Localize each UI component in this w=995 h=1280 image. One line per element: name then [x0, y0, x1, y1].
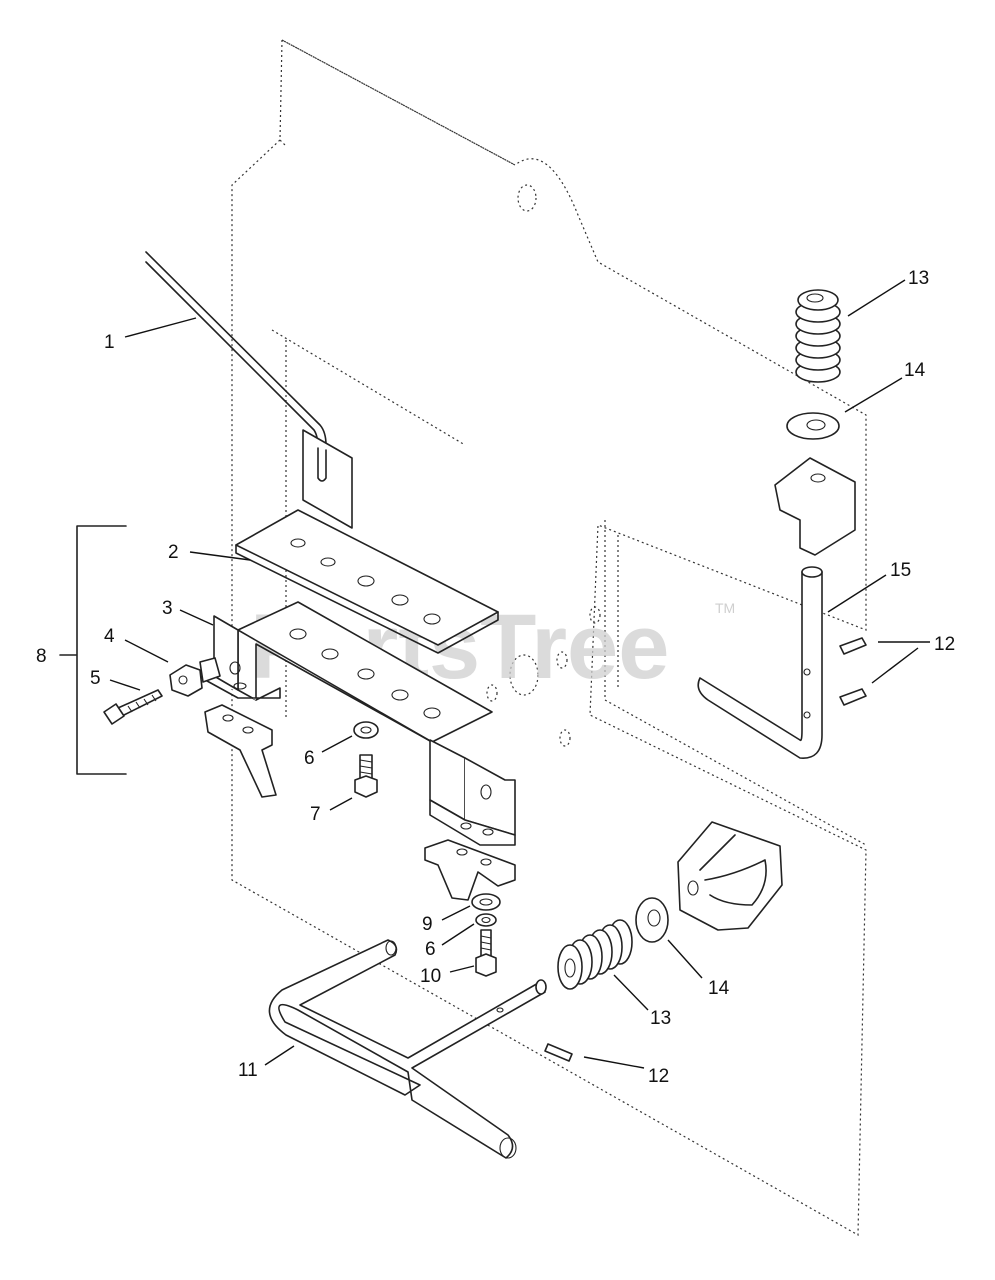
part-5-bolt	[117, 689, 163, 717]
part-11-handle	[268, 939, 546, 1159]
label-1: 1	[104, 332, 115, 353]
label-8: 8	[36, 646, 47, 667]
label-11: 11	[238, 1060, 258, 1081]
label-6-lower: 6	[425, 939, 436, 960]
part-4-nut	[169, 664, 203, 697]
label-15: 15	[890, 560, 911, 581]
label-6-upper: 6	[304, 748, 315, 769]
part-12-pin-b	[839, 688, 867, 706]
frame-hole-2	[556, 651, 568, 669]
frame-hole-5	[589, 606, 601, 624]
label-9: 9	[422, 914, 433, 935]
frame-hole-top	[517, 184, 537, 212]
part-14-washer-upper	[786, 412, 840, 440]
part-12-pin-a	[839, 637, 867, 655]
mount-block-upper	[774, 457, 856, 556]
label-12-lower: 12	[648, 1066, 669, 1087]
frame-hole-1	[509, 654, 539, 696]
label-2: 2	[168, 542, 179, 563]
frame-hole-4	[559, 729, 571, 747]
label-5: 5	[90, 668, 101, 689]
frame-hole-3	[486, 684, 498, 702]
part-12-pin-c	[544, 1043, 573, 1062]
part-13-spring-upper	[795, 289, 841, 383]
label-10: 10	[420, 966, 441, 987]
right-panel-outline	[604, 520, 867, 846]
rod-bracket	[302, 429, 353, 529]
watermark-tm: TM	[715, 600, 735, 616]
part-14-washer-lower	[635, 897, 669, 943]
part-15-pin	[697, 571, 823, 759]
part-1-rod	[145, 251, 327, 471]
label-12-right: 12	[934, 634, 955, 655]
part-6-washer-upper	[353, 721, 379, 739]
center-support	[424, 839, 516, 901]
label-13-lower: 13	[650, 1008, 671, 1029]
label-14-lower: 14	[708, 978, 730, 999]
group-8-bracket	[59, 525, 127, 775]
part-6-washer-lower	[475, 913, 497, 927]
frame-panel-inner	[279, 39, 516, 166]
sleeve-block	[677, 821, 783, 931]
left-support	[204, 704, 277, 798]
part-9-washer	[471, 893, 501, 911]
label-4: 4	[104, 626, 115, 647]
label-3: 3	[162, 598, 173, 619]
label-13-upper: 13	[908, 268, 929, 289]
frame-panel-outline	[231, 39, 867, 1237]
part-13-spring-lower	[557, 919, 633, 990]
label-14-upper: 14	[904, 360, 926, 381]
part-3-bracket	[237, 601, 493, 743]
label-7: 7	[310, 804, 321, 825]
